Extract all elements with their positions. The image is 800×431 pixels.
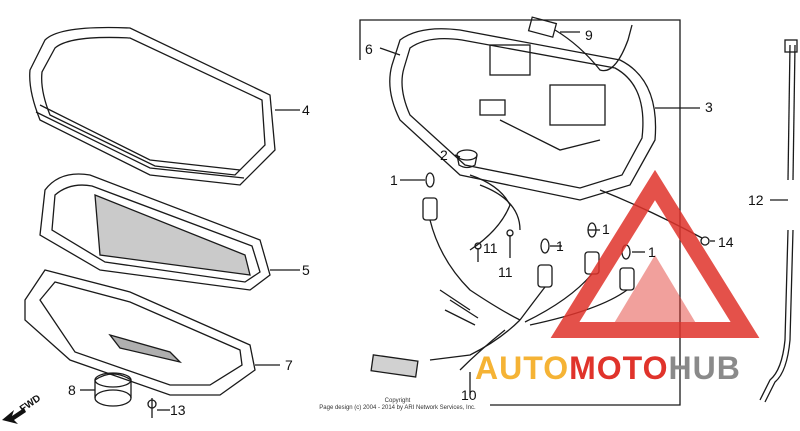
part-2-grommet (456, 149, 478, 169)
watermark-part-3: HUB (668, 350, 741, 386)
callout-5: 5 (302, 262, 310, 278)
callout-7: 7 (285, 357, 293, 373)
copyright-notice: Copyright Page design (c) 2004 - 2014 by… (310, 398, 485, 412)
callout-3: 3 (705, 99, 713, 115)
copyright-line-2: Page design (c) 2004 - 2014 by ARI Netwo… (319, 405, 476, 411)
part-10-harness (370, 174, 628, 395)
part-8-meter (80, 372, 132, 407)
callout-2: 2 (440, 147, 448, 163)
callout-1c: 1 (556, 238, 564, 254)
callout-4: 4 (302, 102, 310, 118)
callout-1a: 1 (390, 172, 398, 188)
copyright-line-1: Copyright (384, 398, 411, 404)
diagram-frame (359, 19, 681, 406)
fwd-arrow-icon (2, 408, 26, 424)
part-5-panel (39, 173, 300, 291)
callout-12: 12 (748, 192, 764, 208)
callout-8: 8 (68, 382, 76, 398)
automotohub-logo (550, 169, 760, 338)
watermark-part-2: MOTO (569, 350, 669, 386)
part-12-cable (759, 39, 798, 403)
callout-10: 10 (461, 387, 477, 403)
callout-6: 6 (365, 41, 373, 57)
callout-11a: 11 (483, 240, 498, 256)
part-13-screw (147, 398, 170, 418)
watermark-part-1: AUTO (475, 350, 570, 386)
part-3-meter-case (379, 28, 700, 201)
callout-14: 14 (718, 234, 734, 250)
callout-1d: 1 (648, 244, 656, 260)
part-11-bolts (474, 229, 514, 262)
part-4-cover (29, 26, 300, 186)
callout-1b: 1 (602, 221, 610, 237)
callout-9: 9 (585, 27, 593, 43)
callout-13: 13 (170, 402, 186, 418)
watermark-text: AUTOMOTOHUB (475, 350, 741, 387)
part-9-lamp (527, 16, 633, 72)
part-7-lower-case (24, 269, 280, 396)
callout-11b: 11 (498, 264, 513, 280)
